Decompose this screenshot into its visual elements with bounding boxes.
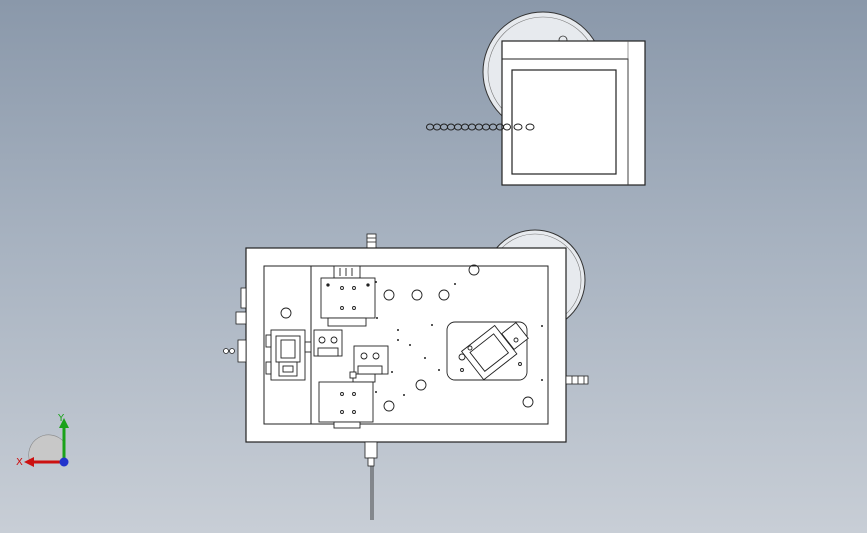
z-axis-dot (59, 457, 69, 467)
upper-reel-assembly[interactable] (482, 11, 646, 186)
lower-module-block[interactable] (318, 371, 376, 429)
coordinate-triad (24, 418, 69, 467)
rotated-mechanism[interactable] (446, 321, 529, 381)
center-clamps[interactable] (313, 329, 389, 379)
right-fitting (565, 375, 589, 385)
gripper-assembly[interactable] (265, 329, 312, 381)
x-axis-arrowhead (24, 457, 34, 467)
top-connector (366, 233, 377, 249)
plate-holes (280, 264, 534, 412)
left-fittings (223, 287, 247, 363)
upper-module-block[interactable] (320, 265, 376, 327)
y-axis-arrowhead (59, 418, 69, 428)
bottom-probe (364, 441, 378, 520)
small-fastener-dots (375, 281, 543, 396)
y-axis-label: Y (58, 413, 65, 424)
x-axis-label: X (16, 457, 23, 468)
chain-links (426, 123, 535, 131)
